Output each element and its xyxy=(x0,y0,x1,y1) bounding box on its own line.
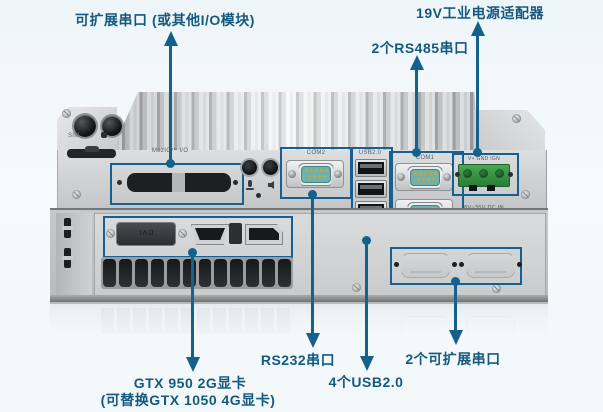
screw-hole xyxy=(508,172,513,177)
screw-hole xyxy=(117,180,122,185)
leader-usb xyxy=(365,241,368,357)
label-expandable-serial: 可扩展串口 (或其他I/O模块) xyxy=(75,12,255,28)
label-gpu-line2: (可替换GTX 1050 4G显卡) xyxy=(100,392,276,408)
port-block xyxy=(229,223,242,244)
screw-hole xyxy=(256,193,261,198)
screw-hole xyxy=(459,262,464,267)
screw-icon xyxy=(106,229,115,238)
dot-rs485 xyxy=(412,148,421,157)
label-rs485: 2个RS485串口 xyxy=(371,40,469,56)
screw-hole xyxy=(233,180,238,185)
power-pin-label: V+ GND IGN xyxy=(467,156,501,162)
screw-hole xyxy=(517,262,522,267)
arrow-gpu xyxy=(186,357,200,372)
heatsink-fins xyxy=(112,92,478,150)
device-reflection xyxy=(50,304,548,348)
expansion-slot-cutout xyxy=(466,253,515,278)
dc-terminal-block xyxy=(458,164,510,187)
usb-port xyxy=(355,180,387,198)
speaker-icon xyxy=(268,181,274,189)
terminal-tab xyxy=(487,185,495,191)
arrow-expandable-serial xyxy=(164,31,178,46)
arrow-power-adapter xyxy=(471,21,485,36)
cassette-bottom-edge xyxy=(50,295,548,302)
highlight-box-mezio xyxy=(110,163,244,205)
label-power-adapter: 19V工业电源适配器 xyxy=(416,5,544,21)
dot-expandable-serial xyxy=(166,159,175,168)
com1-label: COM1 xyxy=(415,155,435,161)
com2-port xyxy=(286,160,344,188)
reset-button xyxy=(102,116,122,136)
dot-usb xyxy=(362,236,371,245)
screw-icon xyxy=(62,109,71,118)
sim-slot xyxy=(67,146,116,158)
usb-port xyxy=(355,159,387,177)
highlight-box-dc-input xyxy=(452,153,519,196)
leader-power-adapter xyxy=(476,34,479,150)
arrow-expansion-two xyxy=(449,330,463,345)
screw-icon xyxy=(72,190,81,199)
hdmi-port xyxy=(191,224,229,245)
mezio-expansion-slot xyxy=(127,173,231,192)
com1-port xyxy=(395,163,453,191)
leader-rs232 xyxy=(311,195,314,334)
label-usb: 4个USB2.0 xyxy=(328,374,404,390)
leader-rs485 xyxy=(415,68,418,150)
chassis-top-right xyxy=(474,110,545,153)
label-expansion-two: 2个可扩展串口 xyxy=(405,351,501,367)
screw-icon xyxy=(512,114,521,123)
label-rs232: RS232串口 xyxy=(260,352,336,368)
screw-hole xyxy=(394,262,399,267)
bracket-slot xyxy=(62,248,73,268)
arrow-usb xyxy=(360,356,374,371)
sim-eject-hole xyxy=(101,132,107,138)
dvi-port: DVI xyxy=(116,222,176,246)
vent-grille xyxy=(101,257,293,289)
dot-power-adapter xyxy=(473,148,482,157)
screw-icon xyxy=(521,190,530,199)
arrow-rs232 xyxy=(306,333,320,348)
leader-expandable-serial xyxy=(169,44,172,163)
dot-expansion-two xyxy=(451,277,460,286)
screw-hole xyxy=(452,262,457,267)
mic-jack xyxy=(242,160,257,175)
speaker-jack xyxy=(263,160,278,175)
label-gpu-line1: GTX 950 2G显卡 xyxy=(133,375,247,391)
leader-gpu xyxy=(191,253,194,358)
expansion-slot-cutout xyxy=(401,253,450,278)
usb-label: USB2.0 xyxy=(358,150,382,156)
mic-icon xyxy=(246,180,254,190)
dot-rs232 xyxy=(308,190,317,199)
dot-gpu xyxy=(188,248,197,257)
leader-expansion-two xyxy=(454,282,457,331)
screw-icon xyxy=(492,284,501,293)
com2-label: COM2 xyxy=(306,150,326,156)
screw-hole xyxy=(455,172,460,177)
displayport-port xyxy=(245,224,283,245)
terminal-tab xyxy=(469,185,477,191)
bracket-slot xyxy=(62,218,73,238)
screw-icon xyxy=(178,229,187,238)
arrow-rs485 xyxy=(410,55,424,70)
power-button xyxy=(74,115,96,137)
sim-label: SIM xyxy=(68,133,80,139)
screw-icon xyxy=(352,283,361,292)
